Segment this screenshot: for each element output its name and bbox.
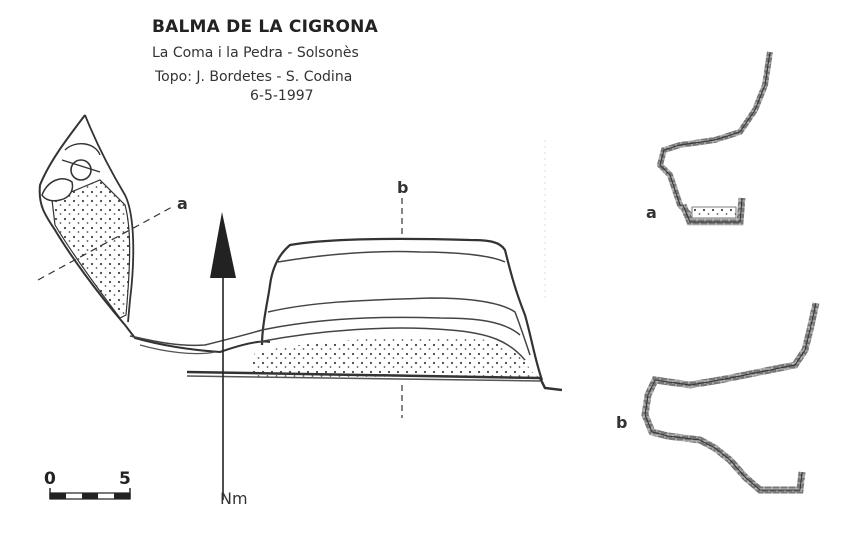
plan-boulder xyxy=(70,159,92,181)
plan-entrance-wall xyxy=(38,114,271,354)
section-b-label: b xyxy=(616,413,628,432)
plan-section-b-label: b xyxy=(397,178,409,197)
map-location: La Coma i la Pedra - Solsonès xyxy=(152,45,359,61)
plan-main-chamber-wall xyxy=(260,237,544,381)
cross-section-b xyxy=(641,302,820,494)
north-arrow-label: Nm xyxy=(220,489,248,508)
map-authors: Topo: J. Bordetes - S. Codina xyxy=(155,69,353,85)
plan-dripline xyxy=(186,370,563,392)
north-arrow xyxy=(210,212,236,500)
scale-bar xyxy=(49,488,131,500)
section-a-cut-line xyxy=(37,206,173,281)
plan-boulder xyxy=(41,178,74,202)
cross-section-a xyxy=(656,51,773,226)
plan-sediment-chamber xyxy=(250,337,540,378)
scale-start-label: 0 xyxy=(44,469,56,489)
plan-section-a-label: a xyxy=(177,194,188,213)
map-title: BALMA DE LA CIGRONA xyxy=(152,17,378,37)
north-arrow-icon xyxy=(210,212,236,278)
section-a-label: a xyxy=(646,203,657,222)
map-date: 6-5-1997 xyxy=(250,88,314,104)
plan-sediment-left xyxy=(51,179,131,319)
plan-entrance-wall-right xyxy=(84,114,135,323)
scale-end-label: 5 xyxy=(119,469,131,489)
